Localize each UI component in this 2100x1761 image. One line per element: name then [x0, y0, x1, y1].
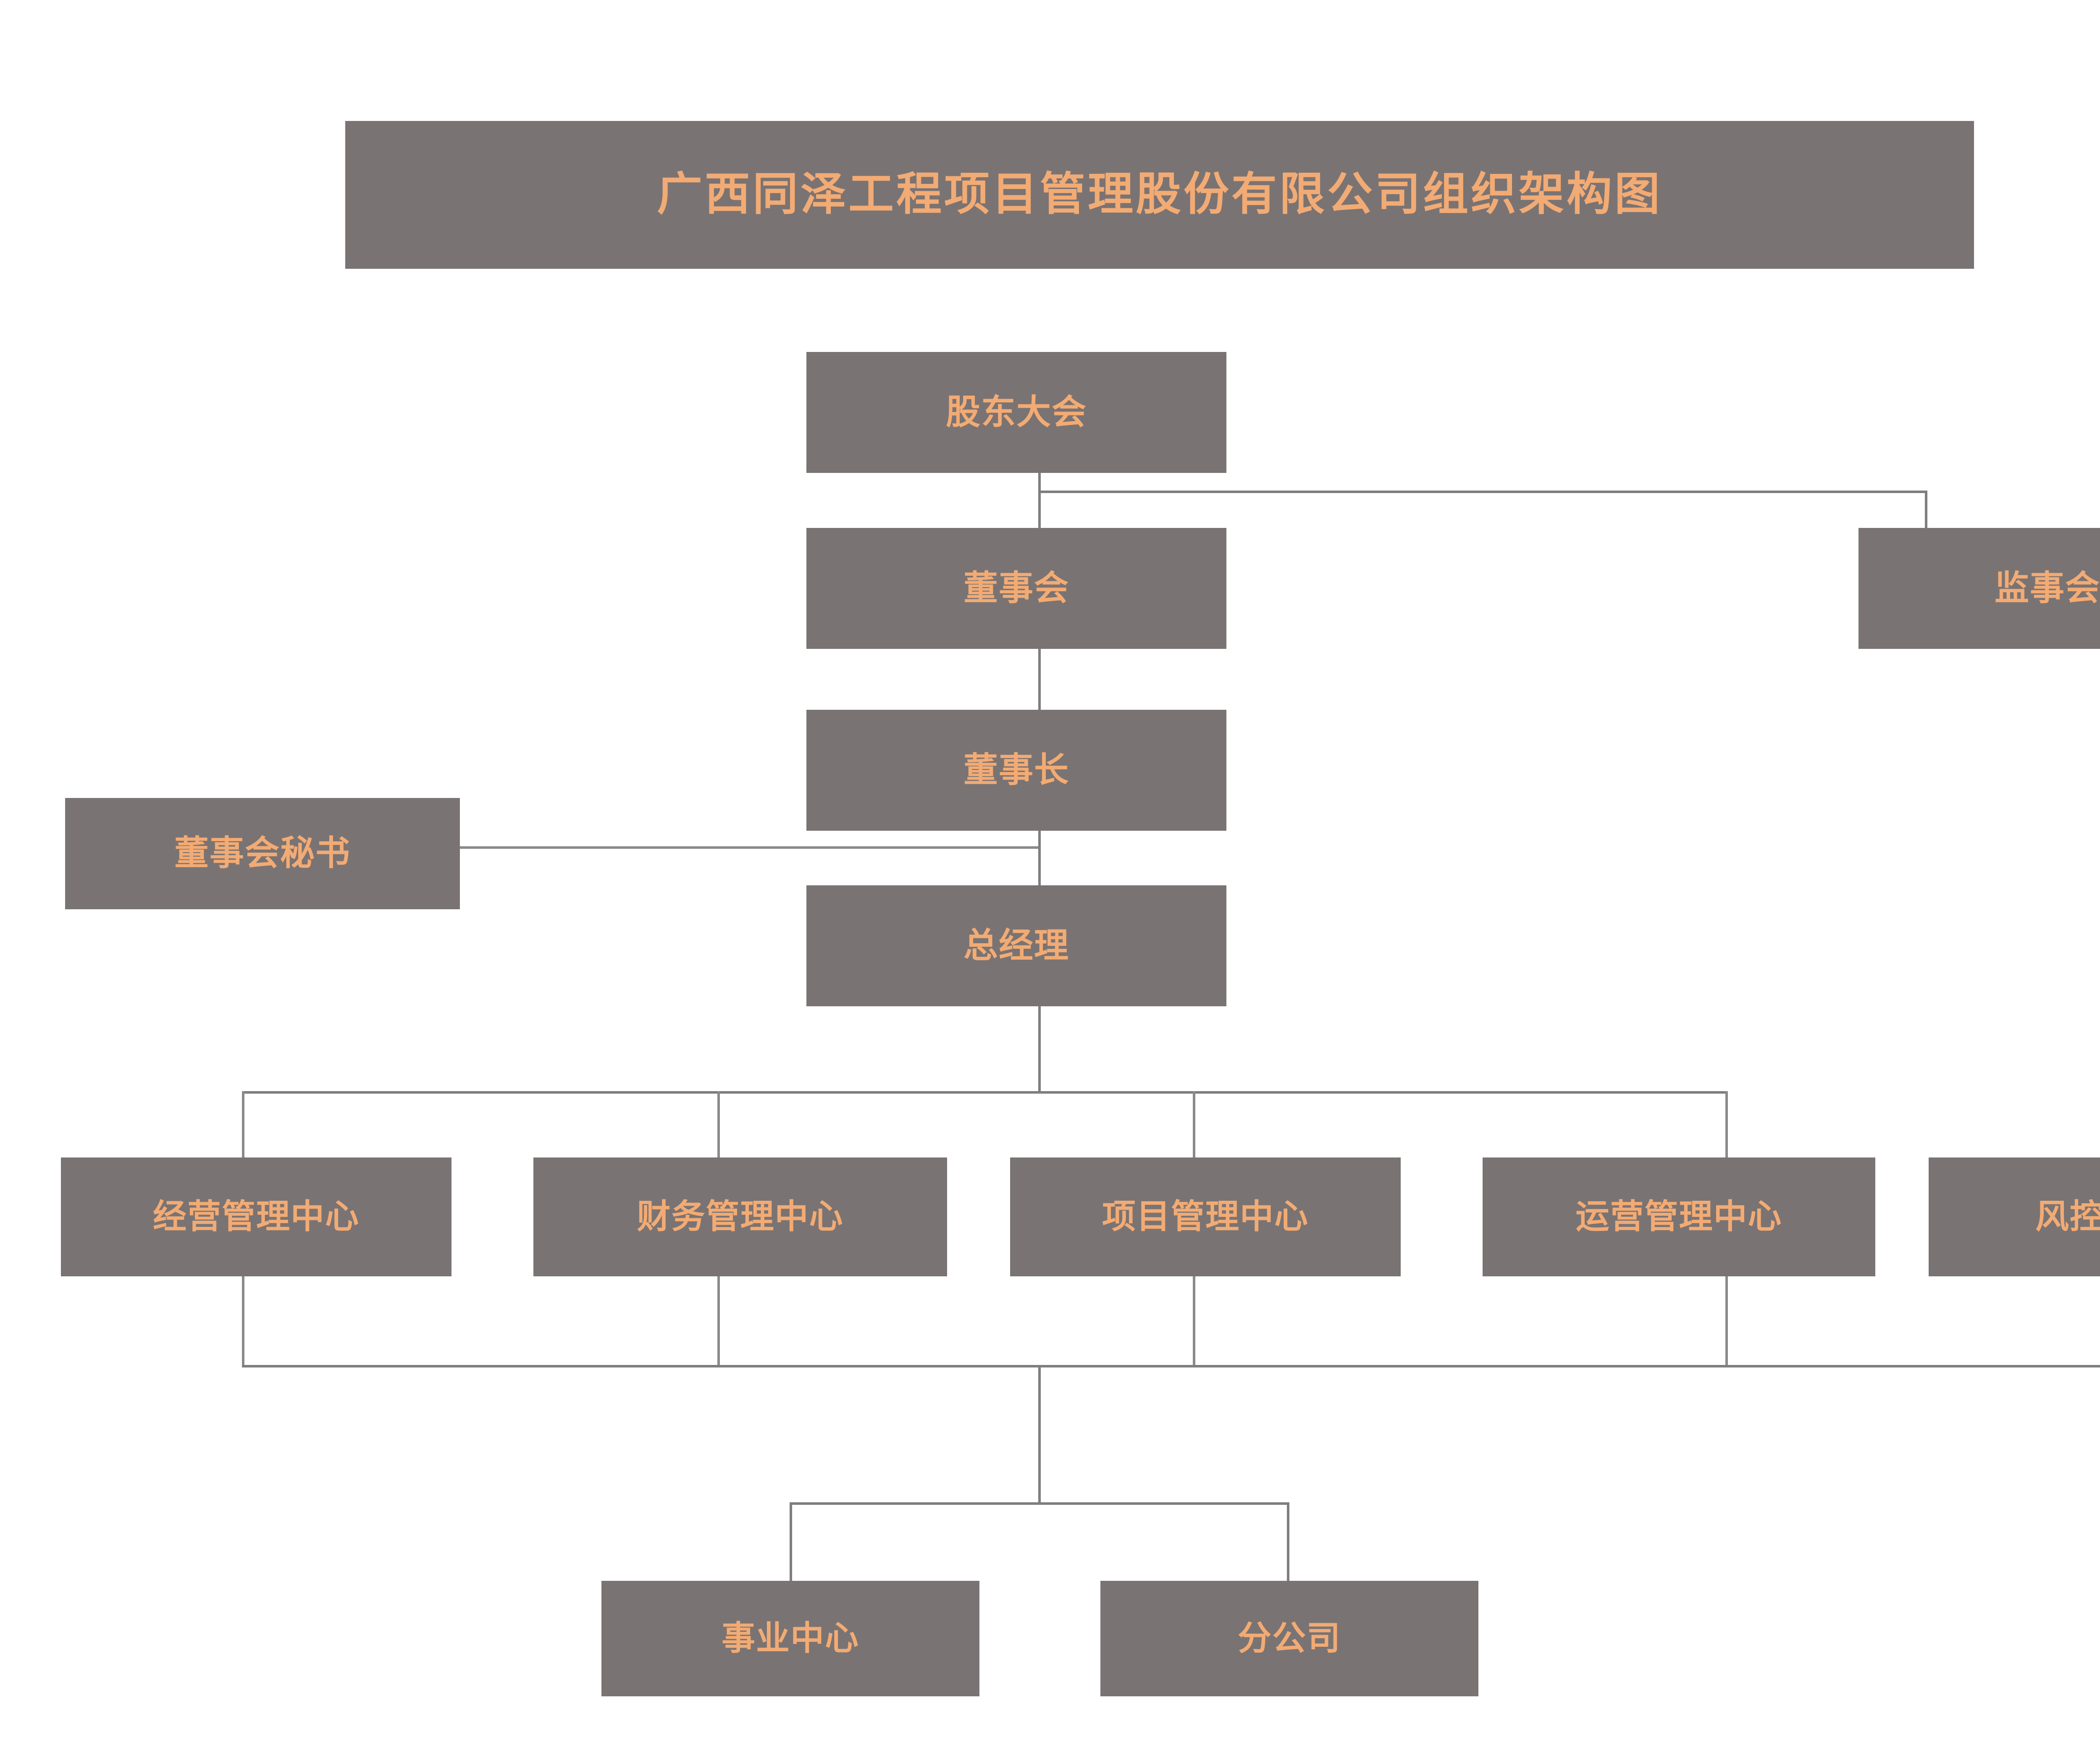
edge-riser-business-mgmt: [242, 1276, 244, 1367]
node-general-manager[interactable]: 总经理: [806, 885, 1226, 1006]
node-board-of-directors[interactable]: 董事会: [806, 528, 1226, 649]
node-business-unit-center[interactable]: 事业中心: [601, 1581, 979, 1696]
edge-riser-project-mgmt: [1193, 1276, 1195, 1367]
node-branch-company[interactable]: 分公司: [1100, 1581, 1478, 1696]
edge-chairman-to-general-manager: [1038, 846, 1041, 897]
node-project-management-center[interactable]: 项目管理中心: [1010, 1157, 1401, 1276]
edge-drop-to-business-unit: [790, 1502, 792, 1582]
edge-centers-merge-bar: [242, 1365, 2100, 1367]
edge-drop-to-branch-company: [1287, 1502, 1289, 1582]
edge-to-board-of-directors: [1038, 491, 1041, 529]
edge-board-to-chairman: [1038, 649, 1041, 710]
node-board-secretary[interactable]: 董事会秘书: [65, 798, 460, 909]
node-risk-compliance-center[interactable]: 风控合规中心: [1929, 1157, 2100, 1276]
edge-level6-split-bar: [790, 1502, 1289, 1505]
node-shareholders-meeting[interactable]: 股东大会: [806, 352, 1226, 473]
edge-chairman-to-secretary: [445, 846, 1041, 849]
edge-shareholders-horizontal: [1038, 491, 1927, 493]
edge-drop-to-business-mgmt: [242, 1091, 244, 1158]
edge-drop-to-operation-mgmt: [1725, 1091, 1728, 1158]
chart-title-box: 广西同泽工程项目管理股份有限公司组织架构图: [345, 121, 1974, 269]
edge-riser-operation-mgmt: [1725, 1276, 1728, 1367]
edge-drop-to-project-mgmt: [1193, 1091, 1195, 1158]
edge-shareholders-to-branchpoint: [1038, 473, 1041, 492]
node-business-management-center[interactable]: 经营管理中心: [61, 1157, 452, 1276]
edge-gm-down-stub: [1038, 1006, 1041, 1094]
node-finance-management-center[interactable]: 财务管理中心: [533, 1157, 947, 1276]
edge-to-board-of-supervisors: [1925, 491, 1927, 528]
edge-riser-finance-mgmt: [717, 1276, 720, 1367]
node-board-of-supervisors[interactable]: 监事会: [1858, 528, 2100, 649]
node-operation-management-center[interactable]: 运营管理中心: [1483, 1157, 1875, 1276]
edge-gm-distribution-bar: [242, 1091, 1728, 1094]
edge-merge-down-stub: [1038, 1365, 1041, 1504]
edge-chairman-down-stub: [1038, 831, 1041, 848]
edge-drop-to-finance-mgmt: [717, 1091, 720, 1158]
node-chairman[interactable]: 董事长: [806, 710, 1226, 831]
